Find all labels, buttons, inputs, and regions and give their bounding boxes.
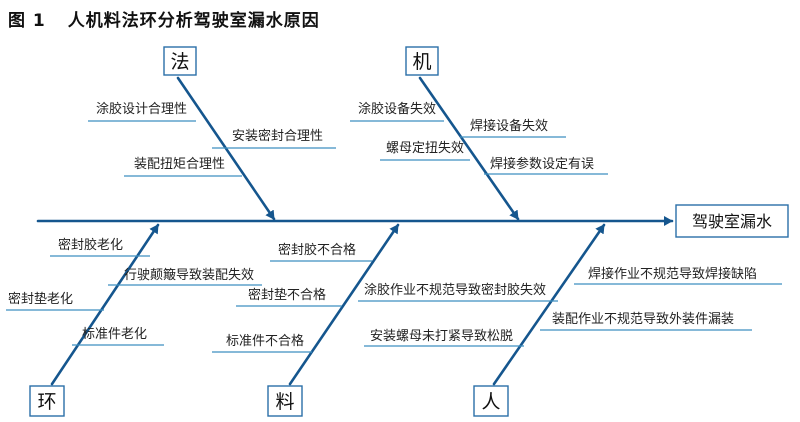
cause-huan-1: 密封胶老化 [58, 237, 123, 253]
cause-ji-2: 焊接设备失效 [470, 118, 548, 134]
cause-fa-3: 装配扭矩合理性 [134, 157, 225, 172]
figure-caption: 人机料法环分析驾驶室漏水原因 [67, 11, 320, 31]
cause-ren-3: 装配作业不规范导致外装件漏装 [552, 311, 734, 327]
cause-ji-1: 涂胶设备失效 [358, 101, 436, 117]
cause-ren-4: 安装螺母未打紧导致松脱 [370, 329, 513, 344]
category-label-fa: 法 [170, 51, 189, 73]
category-box-liao [267, 385, 303, 417]
category-label-ji: 机 [412, 51, 431, 73]
cause-ren-2: 涂胶作业不规范导致密封胶失效 [364, 282, 546, 298]
effect-box: 驾驶室漏水 [675, 204, 789, 238]
cause-fa-2: 安装密封合理性 [232, 128, 323, 144]
cause-ren-1: 焊接作业不规范导致焊接缺陷 [588, 266, 757, 282]
cause-huan-2: 行驶颠簸导致装配失效 [124, 268, 254, 283]
bone-ji [418, 76, 520, 221]
cause-huan-4: 标准件老化 [82, 327, 147, 342]
effect-label: 驾驶室漏水 [692, 212, 772, 231]
category-label-huan: 环 [37, 391, 56, 413]
category-label-ren: 人 [481, 391, 500, 413]
cause-liao-3: 标准件不合格 [226, 333, 304, 349]
cause-ji-3: 螺母定扭失效 [386, 141, 464, 156]
bone-huan [50, 223, 160, 386]
figure-number: 图 1 [8, 11, 46, 31]
cause-fa-1: 涂胶设计合理性 [96, 101, 187, 117]
bone-liao [288, 223, 400, 386]
figure-title: 图 1 人机料法环分析驾驶室漏水原因 [8, 6, 320, 31]
category-box-huan [29, 385, 65, 417]
cause-liao-2: 密封垫不合格 [248, 287, 326, 303]
cause-liao-1: 密封胶不合格 [278, 242, 356, 258]
category-label-liao: 料 [275, 391, 294, 413]
category-box-fa [163, 46, 197, 76]
cause-huan-3: 密封垫老化 [8, 291, 73, 307]
bone-ren [492, 223, 606, 386]
cause-ji-4: 焊接参数设定有误 [490, 156, 594, 172]
category-box-ren [473, 385, 509, 417]
category-box-ji [405, 46, 439, 76]
